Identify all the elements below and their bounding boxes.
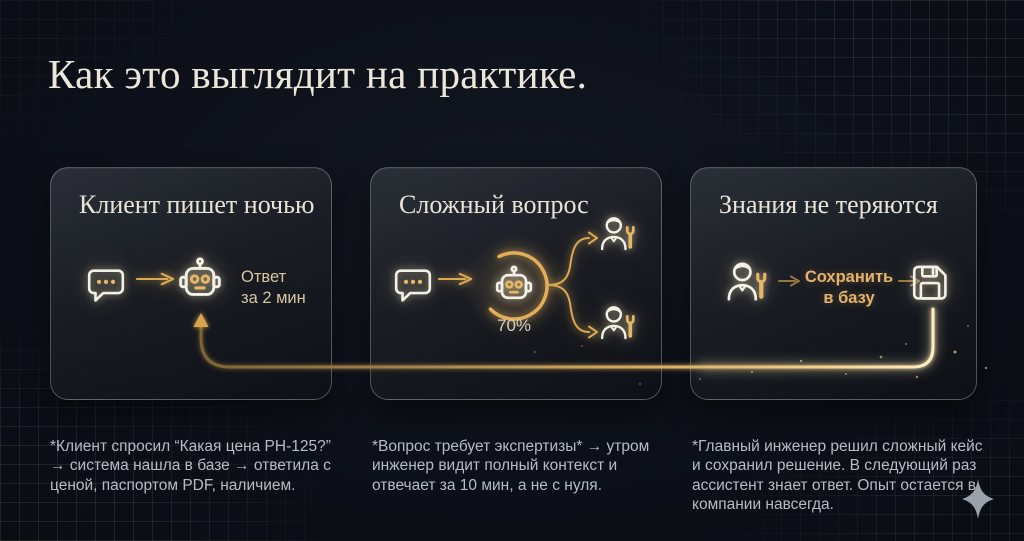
footnote-card-2: *Вопрос требует экспертизы* → утром инже… [372, 437, 650, 494]
robot-icon [494, 264, 534, 315]
engineer-icon [723, 258, 769, 313]
grid-pattern-top-left [0, 0, 240, 150]
card-complex-question: Сложный вопрос [370, 167, 662, 400]
sparkle-icon [960, 478, 996, 527]
card-title: Сложный вопрос [399, 190, 589, 219]
chat-icon [85, 263, 127, 312]
card-title: Клиент пишет ночью [79, 190, 315, 219]
footnote-card-3: *Главный инженер решил сложный кейс и со… [692, 437, 983, 514]
grid-pattern-bottom-right [724, 381, 1024, 541]
engineer-icon [597, 213, 637, 262]
footnote-card-1: *Клиент спросил “Какая цена РН-125?” → с… [50, 437, 331, 494]
response-time-label: Ответ за 2 мин [241, 268, 306, 307]
engineer-icon [597, 302, 637, 351]
arrow-right-icon [777, 274, 803, 292]
chat-icon [392, 263, 434, 312]
robot-icon [177, 255, 223, 314]
floppy-disk-icon [909, 261, 951, 310]
percent-label: 70% [496, 316, 532, 335]
save-to-base-label: Сохранить в базу [804, 268, 894, 307]
page-title: Как это выглядит на практике. [48, 51, 588, 97]
arrow-right-icon [437, 272, 475, 291]
card-knowledge-not-lost: Знания не теряются Сохранить в базу [690, 167, 977, 400]
arrow-right-icon [135, 272, 177, 291]
card-title: Знания не теряются [719, 190, 938, 219]
card-client-writes-at-night: Клиент пишет ночью [50, 167, 332, 400]
